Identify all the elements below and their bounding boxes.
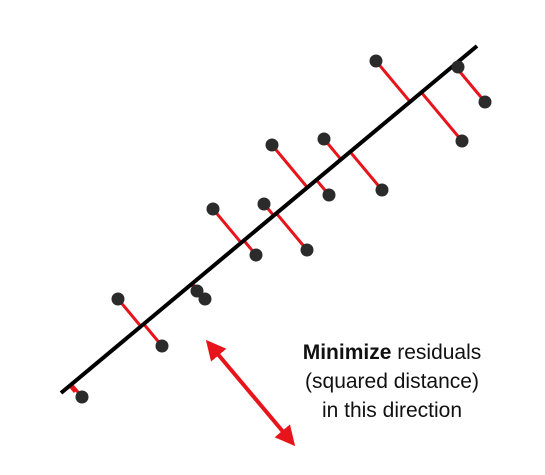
caption-line-1: Minimize residuals xyxy=(262,338,522,367)
data-point-2 xyxy=(111,292,125,306)
data-point-6 xyxy=(206,202,220,216)
data-point-5 xyxy=(198,292,212,306)
caption: Minimize residuals (squared distance) in… xyxy=(262,338,522,425)
data-point-9 xyxy=(300,243,314,257)
data-point-8 xyxy=(257,197,271,211)
data-point-12 xyxy=(317,132,331,146)
caption-line-1-rest: residuals xyxy=(391,341,482,364)
double-headed-arrow-icon xyxy=(205,339,296,447)
fit-line xyxy=(59,44,479,395)
caption-line-3: in this direction xyxy=(321,399,463,422)
data-points xyxy=(75,54,492,404)
residual-11 xyxy=(270,144,309,189)
data-point-10 xyxy=(265,138,279,152)
data-point-16 xyxy=(451,60,465,74)
residual-7 xyxy=(211,208,243,244)
residual-16 xyxy=(420,91,464,142)
residual-15 xyxy=(374,60,412,103)
residual-10 xyxy=(275,212,309,251)
data-point-11 xyxy=(322,188,336,202)
data-point-17 xyxy=(478,95,492,109)
data-point-4 xyxy=(190,284,204,298)
caption-line-2: (squared distance) xyxy=(305,370,479,393)
caption-emphasis: Minimize xyxy=(302,341,392,364)
data-point-14 xyxy=(369,54,383,68)
data-point-15 xyxy=(455,134,469,148)
data-point-13 xyxy=(375,183,389,197)
data-point-1 xyxy=(75,390,89,404)
residual-14 xyxy=(348,150,384,191)
data-point-3 xyxy=(155,339,169,353)
data-point-7 xyxy=(249,248,263,262)
